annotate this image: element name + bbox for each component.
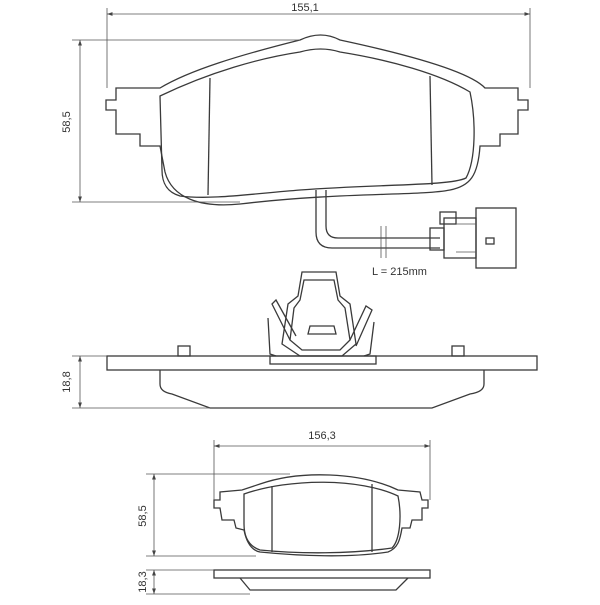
- side-pad-view: [106, 271, 538, 409]
- bottom-friction-material: [243, 481, 401, 554]
- bottom-backing-plate: [213, 474, 429, 557]
- bottom-side-view: [213, 569, 431, 591]
- dimension-top-height: 58,5: [61, 39, 300, 203]
- sensor-wire: [315, 190, 440, 249]
- dimension-bottom-width: 156,3: [213, 430, 431, 500]
- top-height-label: 58,5: [61, 111, 73, 132]
- top-width-label: 155,1: [291, 2, 319, 14]
- top-groove-right: [429, 75, 433, 186]
- bottom-pad-view: [213, 474, 429, 557]
- top-backing-plate: [105, 34, 529, 206]
- side-backing-plate: [106, 355, 538, 371]
- bottom-thickness-label: 18,3: [137, 571, 149, 592]
- dimension-bottom-thickness: 18,3: [137, 569, 250, 595]
- wire-length-label: L = 215mm: [372, 266, 427, 278]
- sensor-connector: [429, 207, 517, 269]
- top-friction-material: [159, 48, 475, 198]
- side-friction-material: [159, 370, 485, 409]
- side-thickness-label: 18,8: [61, 371, 73, 392]
- top-groove-left: [207, 77, 211, 196]
- dimension-top-width: 155,1: [106, 2, 531, 88]
- dimension-side-thickness: 18,8: [61, 355, 210, 409]
- dimension-bottom-height: 58,5: [137, 473, 290, 557]
- bottom-height-label: 58,5: [137, 505, 149, 526]
- top-pad-view: L = 215mm: [105, 34, 529, 278]
- bottom-width-label: 156,3: [308, 430, 336, 442]
